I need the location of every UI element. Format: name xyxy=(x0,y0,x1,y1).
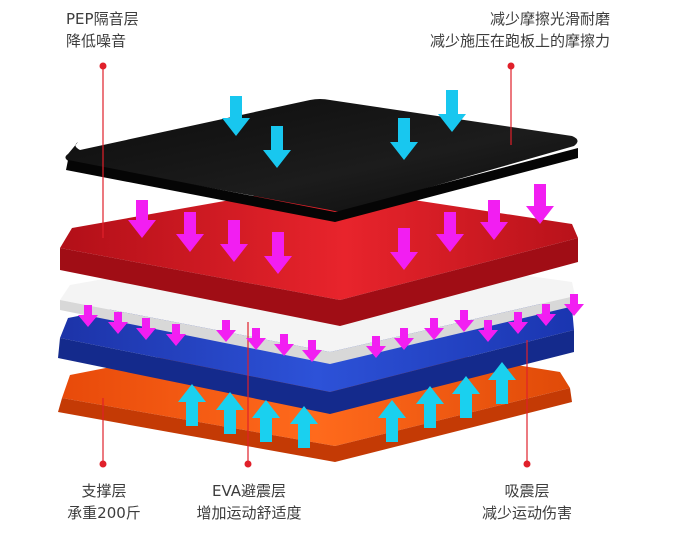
arrow-down-icon xyxy=(436,212,464,252)
pep-label-line1: PEP隔音层 xyxy=(66,10,139,28)
arrow-up-icon xyxy=(416,386,444,428)
support-layer-label: 支撑层 承重200斤 xyxy=(56,480,152,524)
arrow-down-icon xyxy=(216,320,236,342)
top-down-arrows xyxy=(222,90,466,168)
top-label-line1: 减少摩擦光滑耐磨 xyxy=(489,10,610,28)
arrow-down-icon xyxy=(366,336,386,358)
arrow-down-icon xyxy=(128,200,156,238)
arrow-down-icon xyxy=(390,118,418,160)
shock-layer-label: 吸震层 减少运动伤害 xyxy=(472,480,582,524)
eva-label-line2: 增加运动舒适度 xyxy=(196,504,302,522)
arrow-down-icon xyxy=(536,304,556,326)
arrow-down-icon xyxy=(176,212,204,252)
arrow-up-icon xyxy=(452,376,480,418)
arrow-down-icon xyxy=(508,312,528,334)
arrow-down-icon xyxy=(264,232,292,274)
pep-layer-label: PEP隔音层 降低噪音 xyxy=(66,8,139,52)
leader-dots xyxy=(99,62,531,468)
arrow-down-icon xyxy=(480,200,508,240)
leader-lines xyxy=(102,68,528,462)
top-dot xyxy=(507,62,515,70)
eva-label-line1: EVA避震层 xyxy=(211,482,287,500)
support-label-line2: 承重200斤 xyxy=(67,504,141,522)
pep-label-line2: 降低噪音 xyxy=(66,32,127,50)
pep-down-arrows xyxy=(128,184,554,274)
arrow-up-icon xyxy=(290,406,318,448)
top-layer-label: 减少摩擦光滑耐磨 减少施压在跑板上的摩擦力 xyxy=(412,8,610,52)
arrow-down-icon xyxy=(564,294,584,316)
arrow-up-icon xyxy=(216,392,244,434)
eva-dot xyxy=(244,460,252,468)
arrow-up-icon xyxy=(252,400,280,442)
pep-dot xyxy=(99,62,107,70)
arrow-down-icon xyxy=(108,312,128,334)
arrow-up-icon xyxy=(178,384,206,426)
arrow-down-icon xyxy=(438,90,466,132)
arrow-down-icon xyxy=(246,328,266,350)
arrow-up-icon xyxy=(378,400,406,442)
arrow-down-icon xyxy=(390,228,418,270)
arrow-down-icon xyxy=(394,328,414,350)
arrow-down-icon xyxy=(302,340,322,362)
support-label-line1: 支撑层 xyxy=(81,482,127,500)
shock-label-line1: 吸震层 xyxy=(504,482,550,500)
eva-layer-label: EVA避震层 增加运动舒适度 xyxy=(184,480,314,524)
top-label-line2: 减少施压在跑板上的摩擦力 xyxy=(429,32,610,50)
arrow-down-icon xyxy=(263,126,291,168)
arrow-down-icon xyxy=(220,220,248,262)
arrow-down-icon xyxy=(274,334,294,356)
arrow-down-icon xyxy=(526,184,554,224)
arrow-down-icon xyxy=(478,320,498,342)
shock-dot xyxy=(523,460,531,468)
up-arrows xyxy=(178,362,516,448)
shock-label-line2: 减少运动伤害 xyxy=(481,504,572,522)
arrow-down-icon xyxy=(166,324,186,346)
arrow-down-icon xyxy=(136,318,156,340)
white-down-arrows xyxy=(78,294,584,362)
arrow-down-icon xyxy=(454,310,474,332)
arrow-up-icon xyxy=(488,362,516,404)
arrow-down-icon xyxy=(222,96,250,136)
support-dot xyxy=(99,460,107,468)
arrow-down-icon xyxy=(424,318,444,340)
arrow-down-icon xyxy=(78,305,98,327)
